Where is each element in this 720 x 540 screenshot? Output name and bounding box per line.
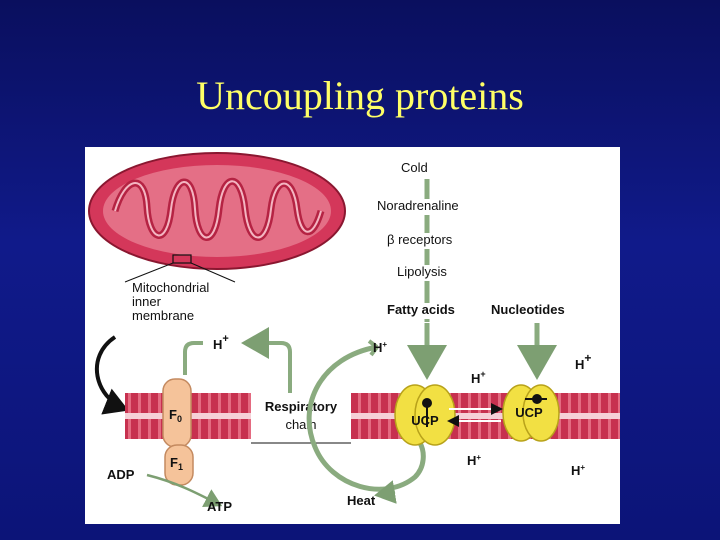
- respiratory-chain-box: Respiratory chain: [251, 391, 351, 444]
- f1-label: F1: [170, 455, 183, 472]
- signal-lipolysis: Lipolysis: [397, 264, 447, 279]
- respiratory-chain-label-1: Respiratory: [265, 399, 338, 414]
- heat-loop-head: [367, 339, 379, 357]
- diagram-panel: Mitochondrial inner membrane Respiratory…: [85, 147, 620, 524]
- signal-fatty-acids: Fatty acids: [387, 302, 455, 317]
- fo-label: F0: [169, 407, 182, 424]
- ucp-label-2: UCP: [515, 405, 543, 420]
- signal-cold: Cold: [401, 160, 428, 175]
- proton-pump-arrow: [241, 327, 292, 393]
- ucp-label-1: UCP: [411, 413, 439, 428]
- membrane-label-line-3: membrane: [132, 308, 194, 323]
- mitochondrion-illustration: [88, 152, 346, 283]
- nucleotides-label: Nucleotides: [491, 302, 565, 317]
- atp-label: ATP: [207, 499, 232, 514]
- signal-noradrenaline: Noradrenaline: [377, 198, 459, 213]
- atp-synthase: F0 F1: [162, 378, 194, 486]
- signal-beta-receptors: β receptors: [387, 232, 453, 247]
- zoom-arrow: [95, 335, 129, 415]
- slide-title: Uncoupling proteins: [196, 73, 524, 118]
- proton-label-6: H+: [571, 463, 585, 478]
- adp-arrow: [146, 473, 223, 507]
- heat-loop: [306, 344, 426, 492]
- adp-label: ADP: [107, 467, 135, 482]
- ucp-protein-1: UCP: [394, 384, 456, 446]
- proton-label-3: H+: [471, 369, 486, 386]
- ucp-protein-2: UCP: [502, 384, 560, 442]
- proton-label-2: H+: [373, 340, 387, 355]
- membrane-label-line-1: Mitochondrial: [132, 280, 209, 295]
- heat-arrow: [374, 480, 397, 504]
- proton-label-5: H+: [467, 453, 481, 468]
- membrane-label-line-2: inner: [132, 294, 162, 309]
- signal-chain: Cold Noradrenaline β receptors Lipolysis…: [375, 160, 485, 380]
- mitochondrial-membrane-label: Mitochondrial inner membrane: [132, 280, 209, 323]
- uncoupling-diagram: Mitochondrial inner membrane Respiratory…: [88, 152, 620, 514]
- proton-label-4: H+: [575, 351, 591, 372]
- heat-label: Heat: [347, 493, 376, 508]
- proton-return-arrow: [183, 341, 203, 375]
- proton-label-1: H+: [213, 333, 229, 352]
